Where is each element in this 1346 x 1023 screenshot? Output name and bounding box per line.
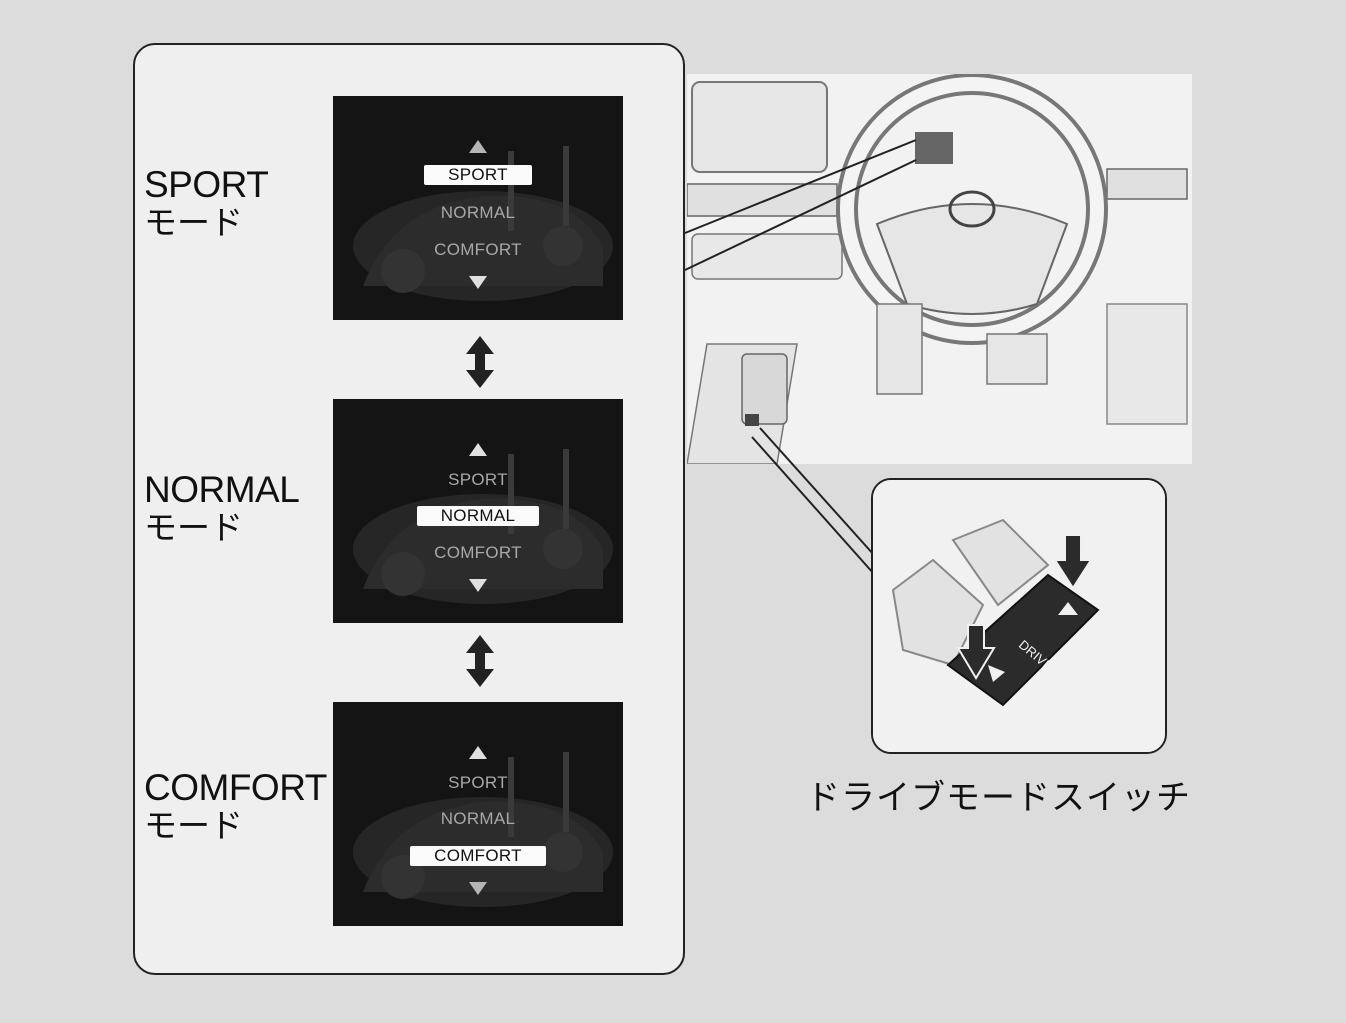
menu-sport: SPORT: [333, 165, 623, 185]
down-arrow-icon: [469, 276, 487, 289]
mode-label-normal: NORMAL モード: [144, 469, 300, 546]
menu-normal: NORMAL: [333, 506, 623, 526]
mode-label-comfort: COMFORT モード: [144, 768, 327, 844]
up-arrow-icon: [469, 140, 487, 153]
double-arrow-icon: [466, 635, 494, 687]
menu-normal: NORMAL: [440, 203, 516, 222]
dashboard-drawing: [687, 74, 1192, 464]
down-arrow-icon: [469, 882, 487, 895]
display-screen-normal: SPORT NORMAL COMFORT: [333, 399, 623, 623]
up-arrow-icon: [469, 443, 487, 456]
display-screen-comfort: SPORT NORMAL COMFORT: [333, 702, 623, 926]
mode-suffix: モード: [144, 509, 243, 546]
mode-label-sport: SPORT モード: [144, 164, 269, 241]
mode-name: NORMAL: [144, 469, 300, 510]
car-chassis-graphic: [353, 146, 613, 301]
switch-drawing: DRIVE MODE: [873, 480, 1165, 752]
switch-caption: ドライブモードスイッチ: [806, 779, 1191, 817]
menu-comfort: COMFORT: [333, 846, 623, 866]
menu-sport: SPORT: [448, 773, 508, 792]
mode-name: COMFORT: [144, 767, 327, 808]
up-arrow-icon: [469, 746, 487, 759]
menu-normal: NORMAL: [440, 809, 516, 828]
menu-comfort: COMFORT: [434, 240, 522, 259]
down-arrow-icon: [469, 579, 487, 592]
menu-comfort: COMFORT: [434, 543, 522, 562]
mode-name: SPORT: [144, 164, 269, 205]
mode-suffix: モード: [144, 204, 243, 241]
display-screen-sport: SPORT NORMAL COMFORT: [333, 96, 623, 320]
double-arrow-icon: [466, 336, 494, 388]
car-interior-illustration: [687, 74, 1192, 464]
menu-sport: SPORT: [448, 470, 508, 489]
drive-mode-switch-inset: DRIVE MODE: [871, 478, 1167, 754]
mode-suffix: モード: [144, 807, 243, 844]
